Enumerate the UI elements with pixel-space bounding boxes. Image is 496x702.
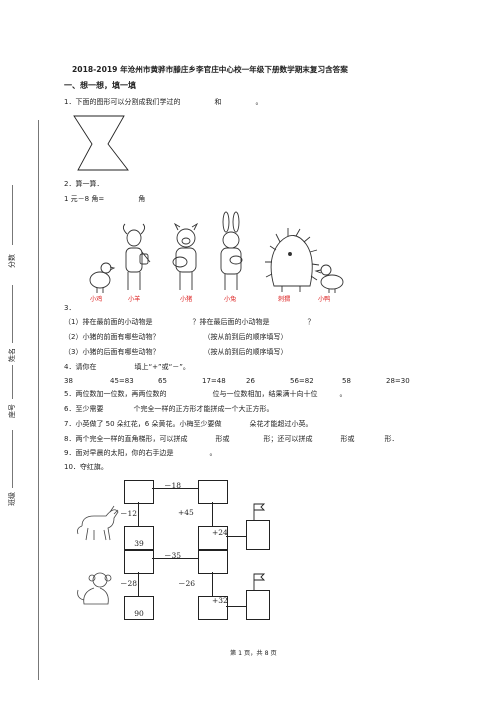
animals-illustration <box>89 211 344 293</box>
q1-text: 1．下面的图形可以分割成我们学过的和。 <box>64 98 263 106</box>
page-footer: 第 1 页，共 8 页 <box>230 650 277 657</box>
monkey-figure <box>77 572 112 605</box>
flow1-top-box[interactable] <box>124 480 154 504</box>
animal-label-pig: 小猪 <box>180 296 193 303</box>
pig-figure <box>172 222 199 290</box>
score-label: 分数 <box>8 254 16 268</box>
class-line <box>12 430 13 488</box>
flow2-top-op: －35 <box>164 551 182 560</box>
animal-label-hedgehog: 刺猬 <box>278 296 291 303</box>
flow2-top-box[interactable] <box>124 550 154 574</box>
flow2-right-op: +32 <box>212 596 228 605</box>
q7-text: 7．小英做了 50 朵红花，6 朵黄花。小梅至少要做朵花才能超过小英。 <box>64 420 313 428</box>
name-line <box>12 285 13 343</box>
q3-line2: （2）小猪的前面有哪些动物？（按从前到后的顺序填写） <box>64 333 288 341</box>
q1-shape-figure <box>73 115 129 171</box>
score-line <box>12 185 13 245</box>
q3-number: 3． <box>64 304 76 312</box>
q10-text: 10．夺红旗。 <box>64 463 108 471</box>
flow2-top-right-box[interactable] <box>198 550 228 574</box>
animal-label-chick: 小鸡 <box>90 296 103 303</box>
q2-formula: 1 元－8 角=角 <box>64 195 146 203</box>
q4-item-1: 38 <box>64 377 73 385</box>
flow2-mid-link <box>212 572 213 596</box>
flow1-end-box[interactable] <box>246 520 270 550</box>
flow2-mid-box[interactable] <box>198 596 228 620</box>
class-label: 班级 <box>8 492 16 506</box>
flow1-top-op: －18 <box>164 481 182 490</box>
binding-line <box>38 120 39 680</box>
q3-line1: （1）排在最前面的小动物是？排在最后面的小动物是？ <box>64 318 315 326</box>
horse-figure <box>77 505 119 541</box>
rabbit-figure <box>220 211 243 290</box>
flow2-start-value: 90 <box>134 609 144 618</box>
flow2-right-arrow <box>226 606 246 607</box>
q8-text: 8．两个完全一样的直角梯形，可以拼成形或形；还可以拼成形或形． <box>64 435 399 443</box>
q4-item-7: 58 <box>342 377 351 385</box>
flow2-mid-op: －26 <box>178 579 196 588</box>
animal-label-rabbit: 小兔 <box>224 296 237 303</box>
q5-text: 5．两位数加一位数，再两位数的位与一位数相加，结果满十向十位。 <box>64 390 347 398</box>
flow1-top-arrow <box>152 488 198 489</box>
chick-figure <box>89 262 116 293</box>
hedgehog-figure <box>265 228 320 292</box>
flow2-end-box[interactable] <box>246 590 270 620</box>
q4-item-5: 26 <box>246 377 255 385</box>
q4-item-6: 56=82 <box>290 377 314 385</box>
seat-label: 座号 <box>8 404 16 418</box>
flow1-right-arrow <box>226 536 246 537</box>
q9-text: 9．面对早晨的太阳，你的右手边是。 <box>64 449 217 457</box>
flow1-top-right-box[interactable] <box>198 480 228 504</box>
flow2-start-box: 90 <box>124 596 154 620</box>
flow2-flag-icon <box>253 573 266 590</box>
page-title: 2018-2019 年沧州市黄骅市滕庄乡李官庄中心校一年级下册数学期末复习含答案 <box>72 65 348 74</box>
q4-item-2: 45=83 <box>110 377 134 385</box>
duck-figure <box>314 264 344 293</box>
flow1-mid-box[interactable] <box>198 526 228 550</box>
flow2-left-op: －28 <box>120 579 138 588</box>
sheep-figure <box>122 223 151 290</box>
flow2-top-arrow <box>152 558 198 559</box>
flow1-left-link <box>138 502 139 526</box>
q4-item-8: 28=30 <box>386 377 410 385</box>
name-label: 姓名 <box>8 348 16 362</box>
seat-line <box>12 365 13 399</box>
flow1-right-op: +24 <box>212 528 228 537</box>
q3-line3: （3）小猪的后面有哪些动物？（按从前到后的顺序填写） <box>64 348 288 356</box>
flow1-mid-op: +45 <box>178 508 194 517</box>
q4-item-4: 17=48 <box>202 377 226 385</box>
flow2-left-link <box>138 572 139 596</box>
q4-item-3: 65 <box>158 377 167 385</box>
flow1-start-value: 39 <box>134 539 144 548</box>
q2-text: 2．算一算． <box>64 180 104 188</box>
flow1-mid-link <box>212 502 213 526</box>
flow1-start-box: 39 <box>124 526 154 550</box>
animal-label-duck: 小鸭 <box>318 296 331 303</box>
q4-text: 4．请你在填上“+”或“－”。 <box>64 363 190 371</box>
flow1-flag-icon <box>253 503 266 520</box>
section-heading: 一、想一想，填一填 <box>64 81 136 90</box>
flow1-left-op: －12 <box>120 509 138 518</box>
q6-text: 6．至少需要个完全一样的正方形才能拼成一个大正方形。 <box>64 405 274 413</box>
animal-label-sheep: 小羊 <box>128 296 141 303</box>
